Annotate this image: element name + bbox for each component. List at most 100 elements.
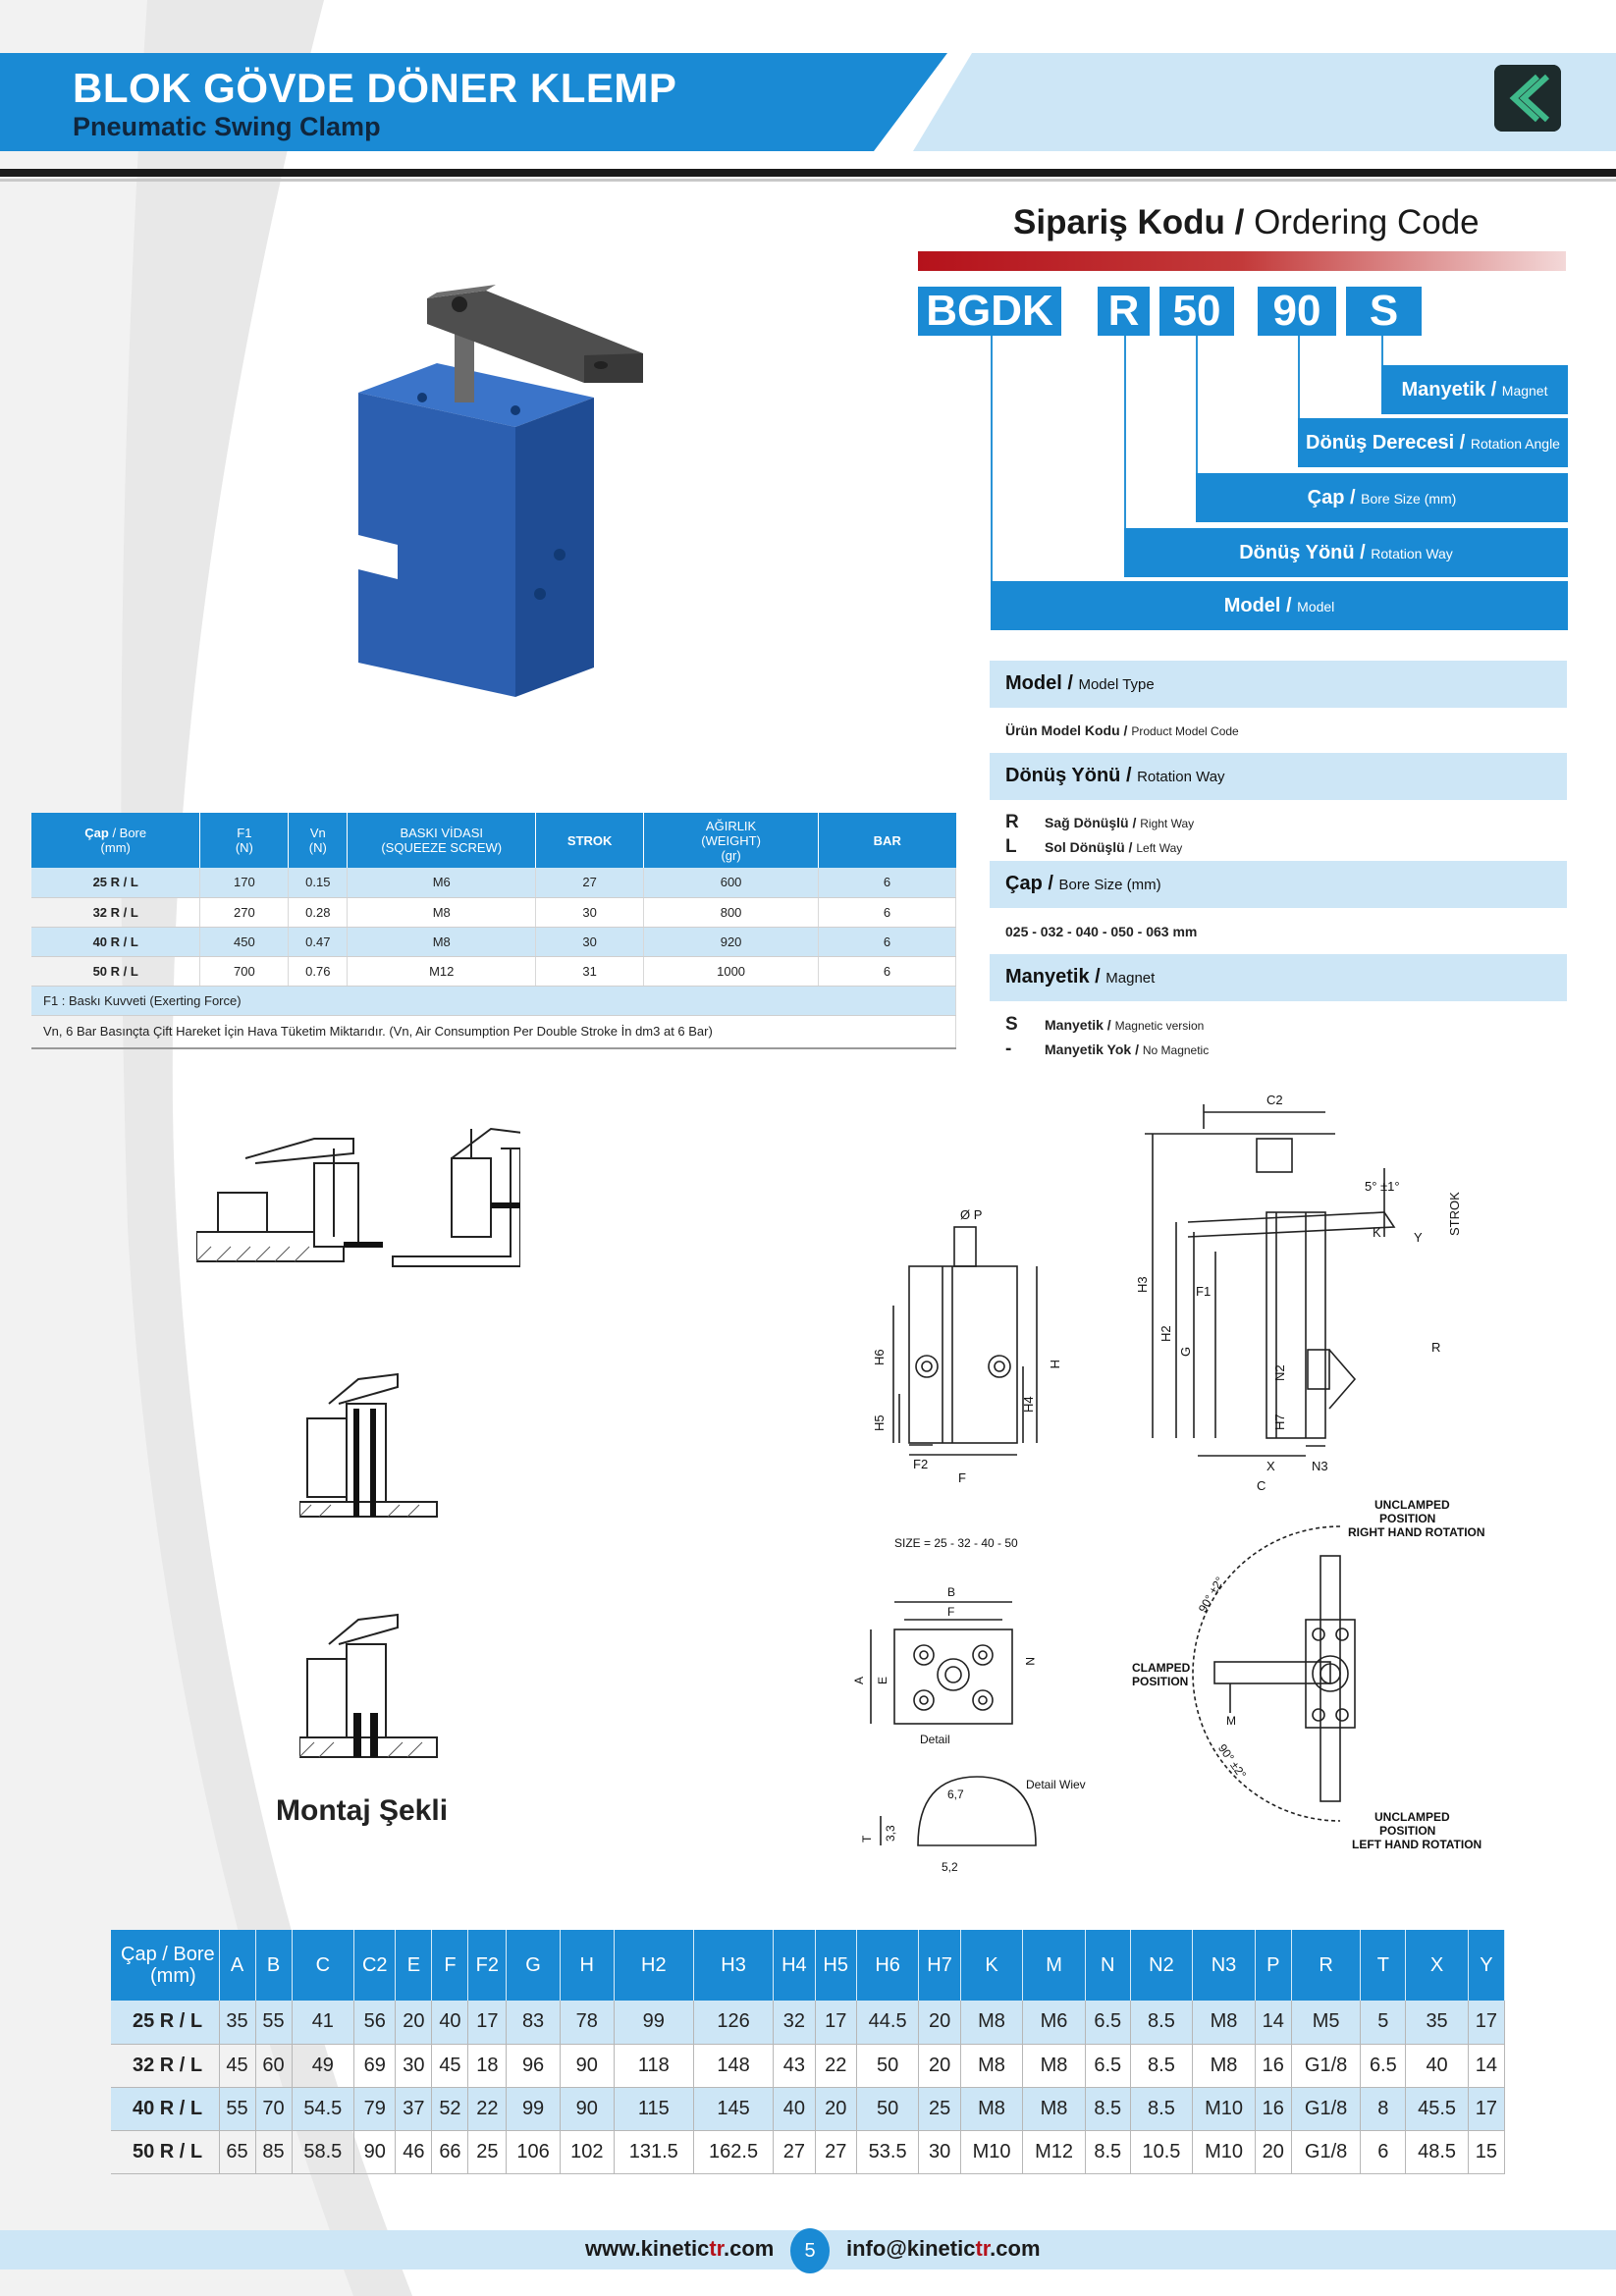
table-cell: 8.5 [1085,2130,1131,2174]
col-bar: BAR [818,813,956,868]
table-cell: 27 [773,2130,816,2174]
table-cell: 99 [614,2001,694,2045]
table-cell: 14 [1255,2001,1292,2045]
label-unclamped-right-1: UNCLAMPED [1374,1498,1450,1512]
table-cell: 20 [395,2001,433,2045]
page-title: BLOK GÖVDE DÖNER KLEMP [73,65,677,111]
label-n3: N3 [1312,1459,1328,1473]
table-cell: 27 [815,2130,857,2174]
col-a: A [219,1930,256,2001]
code-rotation: R [1098,287,1150,336]
label-clamped-2: POSITION [1132,1675,1188,1688]
label-clamped-1: CLAMPED [1132,1661,1191,1675]
table-cell: 40 [1405,2044,1469,2088]
table-cell: 162.5 [693,2130,775,2174]
label-unclamped-left-1: UNCLAMPED [1374,1810,1450,1824]
label-m: M [1226,1714,1236,1728]
label-angle-90-b: 90° ±2° [1215,1741,1249,1782]
table-cell: 90 [560,2087,615,2131]
table-cell: 90 [560,2044,615,2088]
col-f: F [431,1930,469,2001]
table-cell: M8 [1192,2044,1256,2088]
table-cell: 50 [856,2044,920,2088]
table-cell: 6.5 [1360,2044,1407,2088]
label-size: SIZE = 25 - 32 - 40 - 50 [894,1536,1018,1550]
label-dp: Ø P [960,1207,982,1222]
label-unclamped-left-2: POSITION [1379,1824,1435,1838]
table-cell: 5 [1360,2001,1407,2045]
code-connector [991,336,993,581]
col-h6: H6 [856,1930,920,2001]
label-n2: N2 [1272,1364,1287,1381]
table-cell: 60 [255,2044,293,2088]
label-detail: Detail [920,1733,950,1746]
table-cell: 85 [255,2130,293,2174]
code-model: BGDK [918,287,1061,336]
table-cell: M10 [960,2130,1024,2174]
table-cell: 17 [1468,2087,1506,2131]
product-3d-image [358,285,643,697]
header-rule [0,169,1616,177]
table-cell: M8 [1192,2001,1256,2045]
label-f1: F1 [1196,1284,1211,1299]
code-bar-rotation: Dönüş Yönü / Rotation Way [1124,528,1568,577]
col-n: N [1085,1930,1131,2001]
row-label: 32 R / L [111,2044,220,2088]
col-c: C [292,1930,355,2001]
table-cell: 6.5 [1085,2044,1131,2088]
mounting-drawing-2 [299,1372,438,1518]
table-cell: 35 [219,2001,256,2045]
label-d52: 5,2 [942,1860,958,1874]
spec-bore-sizes: 025 - 032 - 040 - 050 - 063 mm [1005,924,1198,939]
table-cell: M5 [1291,2001,1362,2045]
label-unclamped-right-3: RIGHT HAND ROTATION [1348,1525,1485,1539]
spec-product-code: Ürün Model Kodu / Product Model Code [1005,722,1239,738]
table-cell: 30 [395,2044,433,2088]
col-squeeze-screw: BASKI VİDASI(SQUEEZE SCREW) [347,813,537,868]
table-cell: 37 [395,2087,433,2131]
table-cell: M8 [960,2087,1024,2131]
ordering-code-rule [918,251,1566,271]
code-bar-model: Model / Model [991,581,1568,630]
col-weight: AĞIRLIK(WEIGHT)(gr) [643,813,820,868]
label-h3: H3 [1135,1276,1150,1293]
table-cell: 17 [467,2001,508,2045]
table-cell: M12 [1022,2130,1086,2174]
col-e: E [395,1930,433,2001]
label-h6: H6 [872,1349,887,1365]
table-cell: 131.5 [614,2130,694,2174]
table-cell: M8 [1022,2044,1086,2088]
label-strok: STROK [1447,1192,1462,1236]
col-h4: H4 [773,1930,816,2001]
table-cell: M10 [1192,2130,1256,2174]
table-cell: 16 [1255,2087,1292,2131]
footer-email-link[interactable]: info@kinetictr.com [846,2236,1041,2261]
footer-website-link[interactable]: www.kinetictr.com [585,2236,775,2261]
code-angle: 90 [1258,287,1336,336]
table-cell: 8.5 [1130,2044,1194,2088]
table-cell: 18 [467,2044,508,2088]
label-t: T [860,1835,874,1842]
col-t: T [1360,1930,1407,2001]
col-r: R [1291,1930,1362,2001]
table-cell: 48.5 [1405,2130,1469,2174]
col-n2: N2 [1130,1930,1194,2001]
label-c2: C2 [1266,1093,1283,1107]
label-n: N [1023,1657,1037,1666]
col-b: B [255,1930,293,2001]
label-g: G [1178,1347,1193,1357]
col-h2: H2 [614,1930,694,2001]
header-rule-thin [0,179,1616,182]
table-cell: 78 [560,2001,615,2045]
label-h: H [1048,1360,1062,1368]
code-connector [1381,336,1383,365]
table-cell: 65 [219,2130,256,2174]
